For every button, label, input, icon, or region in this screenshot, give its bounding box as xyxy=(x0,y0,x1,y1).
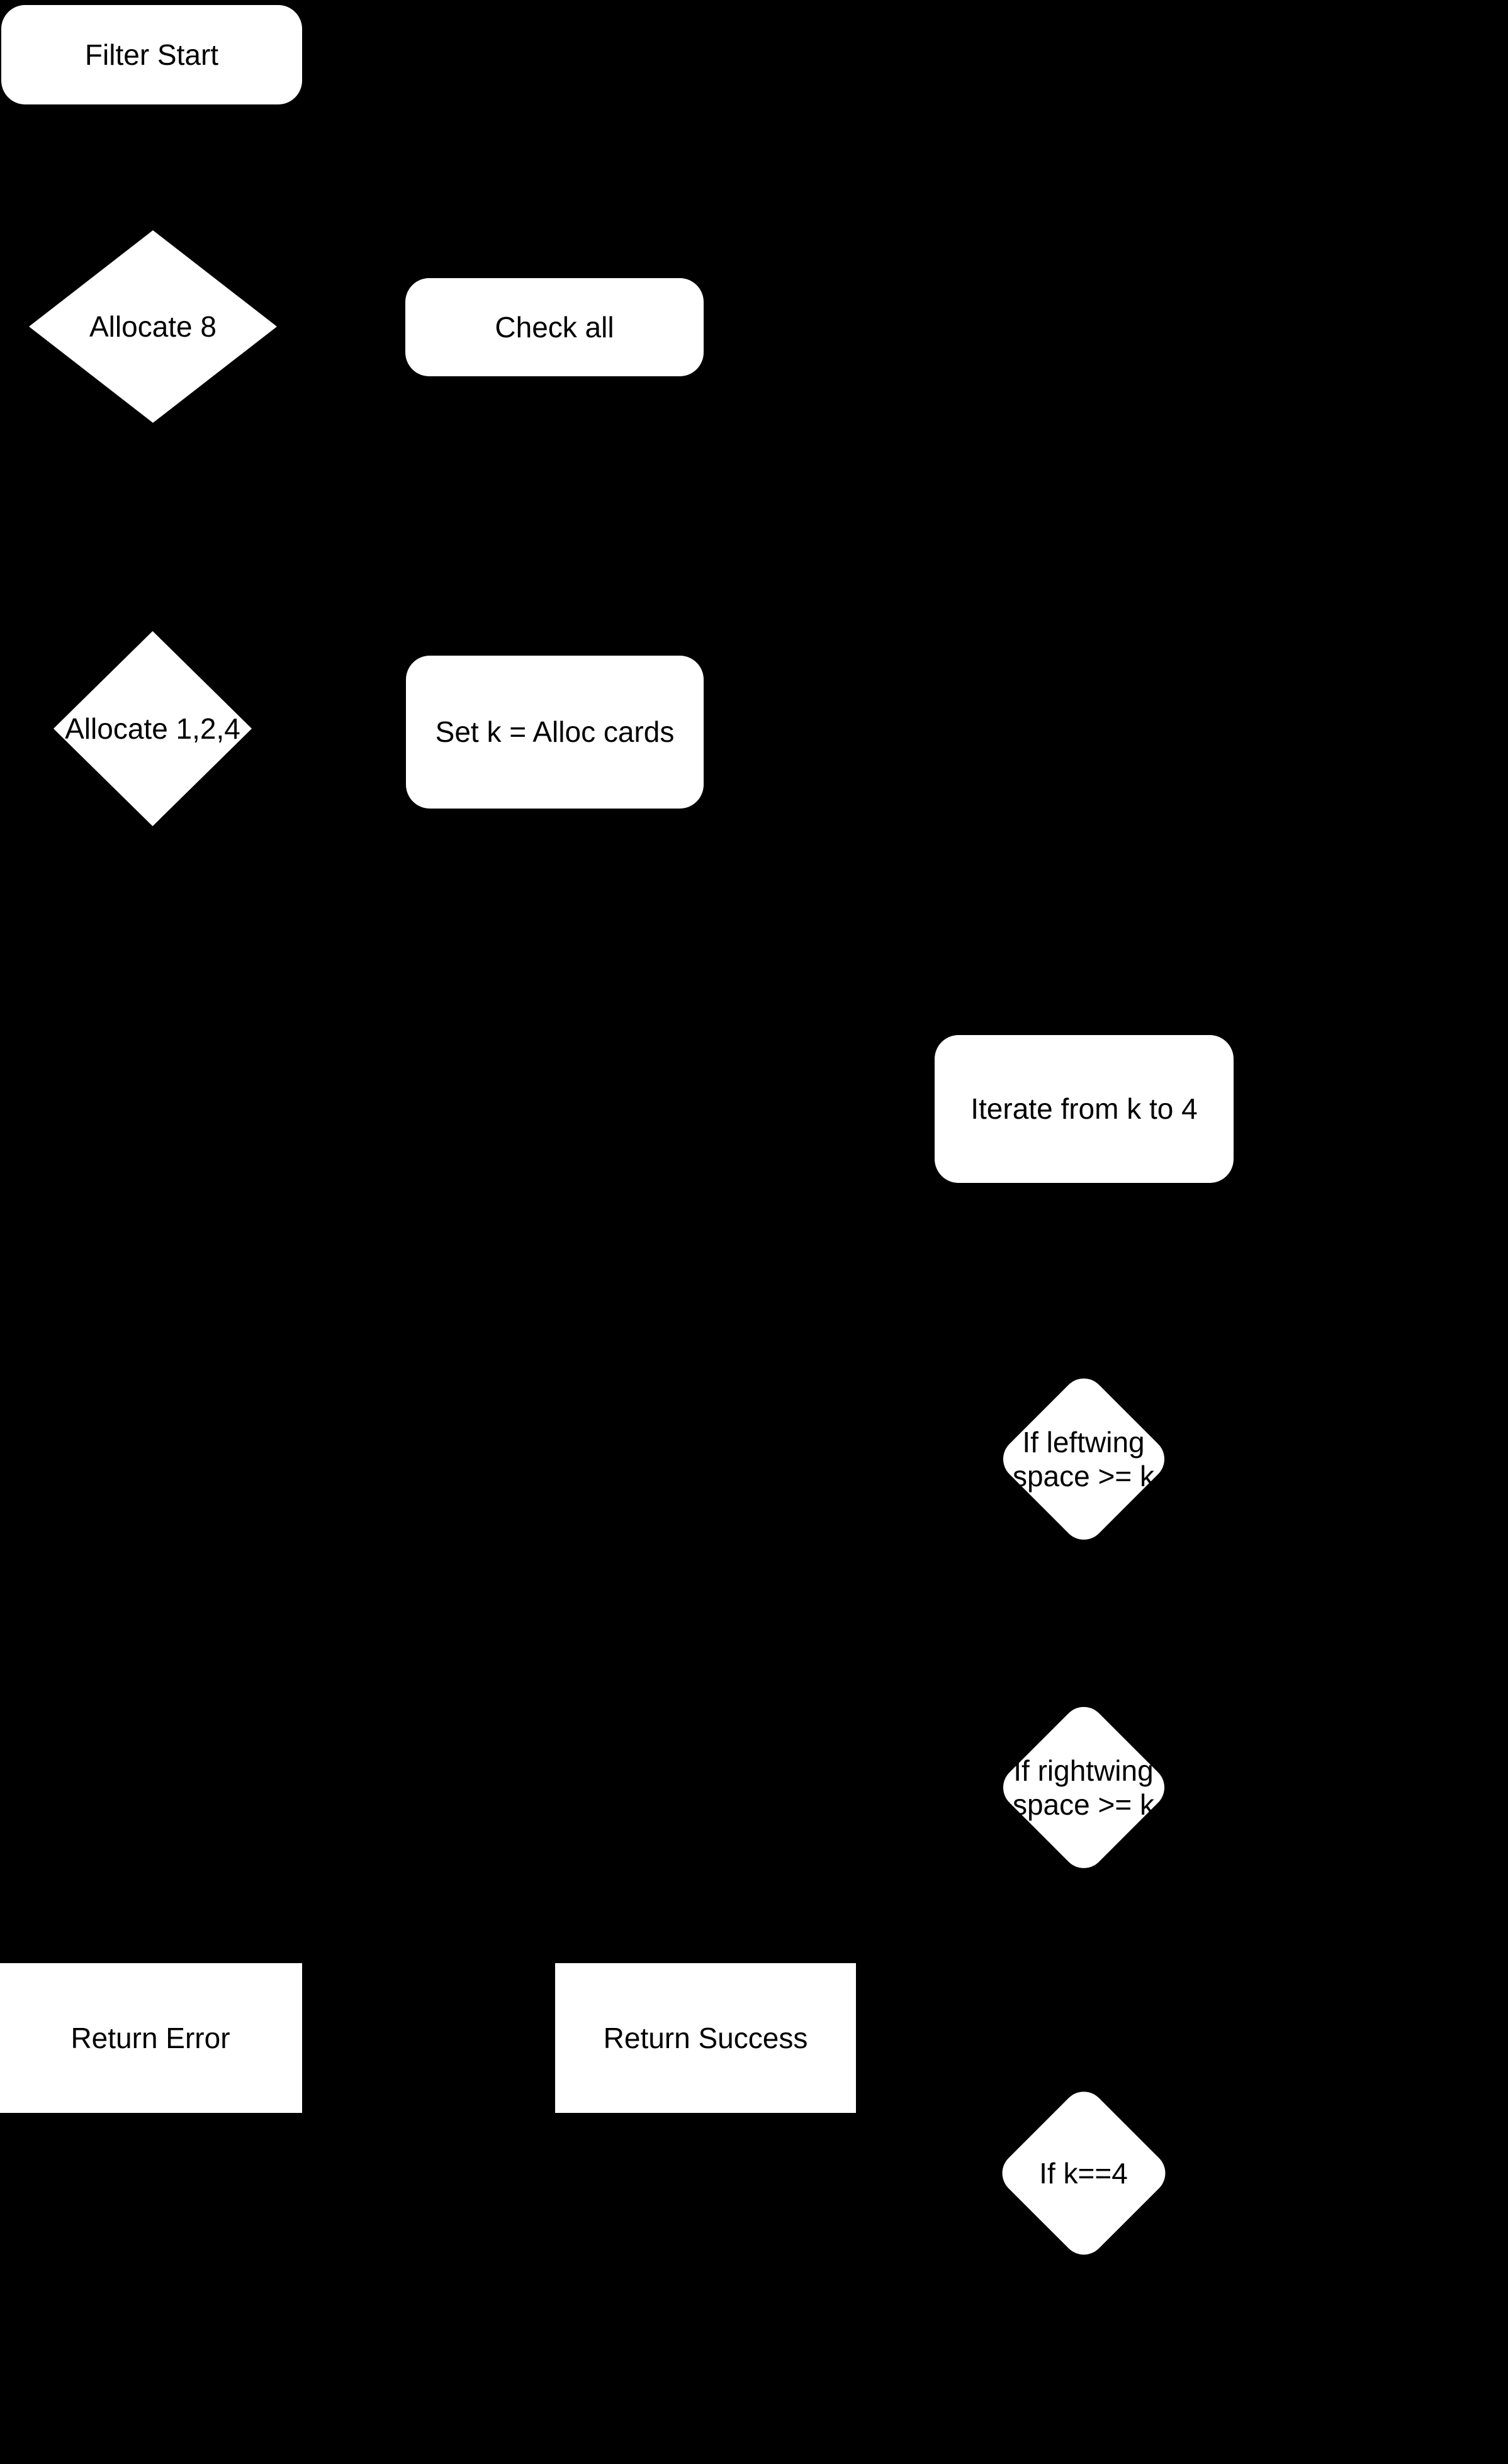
diamond-shape-allocate-124 xyxy=(53,631,252,826)
node-iterate-from-k-to-4[interactable]: Iterate from k to 4 xyxy=(935,1035,1234,1183)
node-check-all[interactable]: Check all xyxy=(405,278,704,376)
node-filter-start[interactable]: Filter Start xyxy=(1,5,302,104)
node-label-filter-start: Filter Start xyxy=(84,38,219,71)
node-if-rightwing-space[interactable]: If rightwing space >= k xyxy=(993,1698,1174,1878)
node-if-leftwing-space[interactable]: If leftwing space >= k xyxy=(993,1369,1174,1549)
rounded-diamond-shape-if-leftwing-space xyxy=(994,1369,1173,1549)
node-label-set-k-alloc-cards: Set k = Alloc cards xyxy=(435,715,675,749)
node-label-iterate-from-k-to-4: Iterate from k to 4 xyxy=(971,1092,1198,1126)
node-return-error[interactable]: Return Error xyxy=(0,1963,302,2113)
node-allocate-8[interactable]: Allocate 8 xyxy=(29,230,277,423)
node-return-success[interactable]: Return Success xyxy=(555,1963,856,2113)
node-label-return-success: Return Success xyxy=(603,2021,808,2054)
rounded-diamond-shape-if-k-equals-4 xyxy=(993,2083,1174,2264)
node-allocate-124[interactable]: Allocate 1,2,4 xyxy=(53,631,252,826)
node-label-check-all: Check all xyxy=(495,310,614,344)
diamond-shape-allocate-8 xyxy=(29,230,277,423)
node-set-k-alloc-cards[interactable]: Set k = Alloc cards xyxy=(406,656,704,809)
node-label-return-error: Return Error xyxy=(70,2021,230,2054)
rounded-diamond-shape-if-rightwing-space xyxy=(994,1698,1173,1878)
node-if-k-equals-4[interactable]: If k==4 xyxy=(993,2083,1174,2264)
